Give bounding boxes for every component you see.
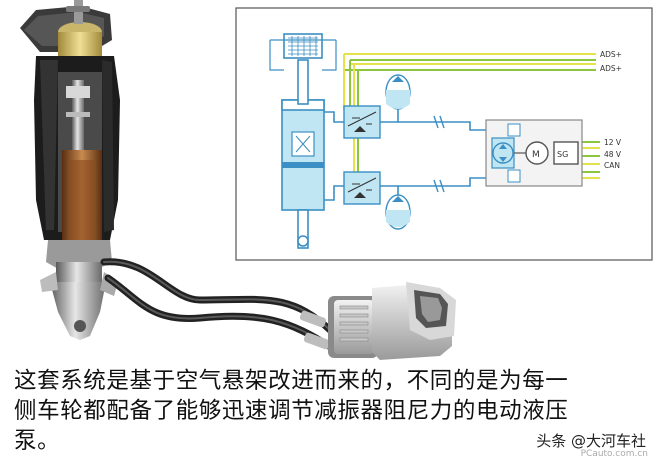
- signal-label-1: ADS+: [600, 50, 622, 59]
- motor-label: M: [532, 150, 540, 160]
- hydraulic-schematic: [235, 7, 653, 261]
- caption-line-1: 这套系统是基于空气悬架改进而来的，不同的是为每一: [14, 368, 569, 394]
- hydraulic-hoses: [100, 258, 336, 352]
- air-strut: [20, 0, 120, 340]
- watermark: 头条 @大河车社: [536, 432, 646, 450]
- source-watermark: PCauto.com.cn: [580, 449, 648, 459]
- power-label-12v: 12 V: [604, 138, 622, 147]
- controller-label: SG: [557, 150, 568, 159]
- caption-line-3: 泵。: [14, 428, 61, 454]
- power-label-48v: 48 V: [604, 150, 622, 159]
- power-label-can: CAN: [604, 161, 620, 170]
- caption-text: 这套系统是基于空气悬架改进而来的，不同的是为每一 侧车轮都配备了能够迅速调节减振…: [14, 366, 648, 456]
- signal-label-2: ADS+: [600, 64, 622, 73]
- caption-line-2: 侧车轮都配备了能够迅速调节减振器阻尼力的电动液压: [14, 398, 569, 424]
- electro-hydraulic-pump: [328, 282, 456, 360]
